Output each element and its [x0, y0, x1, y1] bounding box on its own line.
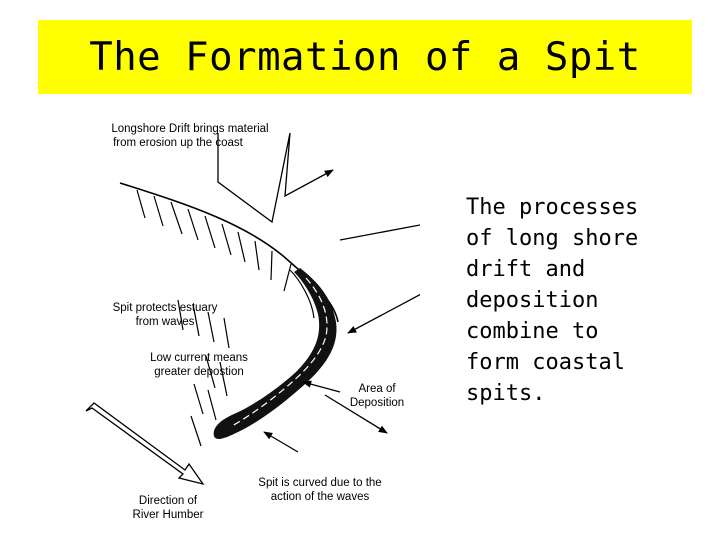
label-low-current-line2: greater depostion	[154, 366, 244, 378]
label-curved-line1: Spit is curved due to the	[258, 477, 381, 489]
deposition-arrow	[302, 380, 341, 393]
label-longshore-line2: from erosion up the coast	[113, 137, 244, 149]
spit-shape	[213, 268, 337, 439]
wave-arrow-lower	[324, 394, 388, 434]
page-title: The Formation of a Spit	[89, 34, 641, 80]
label-longshore-line1: Longshore Drift brings material	[111, 123, 268, 135]
label-spit-protects-line1: Spit protects estuary	[113, 302, 218, 314]
label-area-line2: Deposition	[350, 397, 404, 409]
label-curved-line2: action of the waves	[271, 491, 370, 503]
river-direction-arrow	[85, 402, 205, 486]
title-banner: The Formation of a Spit	[38, 20, 692, 94]
shore-hatching	[136, 189, 292, 447]
spit-highlight	[231, 277, 328, 427]
longshore-drift-zigzag	[217, 132, 334, 224]
spit-diagram: Longshore Drift brings material from ero…	[85, 123, 420, 521]
wave-arrow-middle	[347, 293, 420, 334]
label-direction-line1: Direction of	[139, 495, 198, 507]
label-spit-protects-line2: from waves	[136, 316, 195, 328]
curve-arrow	[263, 431, 299, 453]
wave-arrow-upper	[339, 224, 420, 241]
spit-back-edge	[289, 269, 315, 319]
label-direction-line2: River Humber	[133, 509, 204, 521]
label-area-line1: Area of	[358, 383, 396, 395]
wave-arrows	[263, 224, 420, 453]
explanation-text: The processes of long shore drift and de…	[466, 195, 639, 406]
label-low-current-line1: Low current means	[150, 352, 248, 364]
